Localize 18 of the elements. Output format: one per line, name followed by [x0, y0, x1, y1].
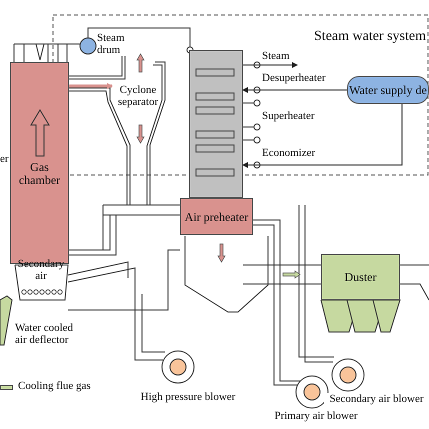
cut-label: er [0, 153, 10, 165]
arrow [69, 83, 113, 89]
pipe-label: Superheater [262, 110, 316, 122]
preheater-box: Air preheater [180, 198, 253, 235]
arrow [242, 62, 298, 68]
arrow [242, 104, 402, 168]
pipe-label: Economizer [262, 147, 316, 159]
chamber-label: Gas chamber [18, 161, 62, 187]
legend-label: Cooling flue gas [18, 380, 91, 392]
separator-label: Cyclone separator [112, 84, 164, 110]
heat-exchanger [189, 50, 243, 198]
supply-box: Water supply de [347, 76, 429, 104]
arrow [242, 87, 348, 93]
pipe-label: Steam [262, 50, 300, 64]
region-title: Steam water system [313, 29, 426, 45]
air-label: Secondary air [16, 258, 66, 282]
deflector-label: Water cooled air deflector [15, 322, 74, 346]
pipe-label: Desuperheater [262, 72, 327, 84]
